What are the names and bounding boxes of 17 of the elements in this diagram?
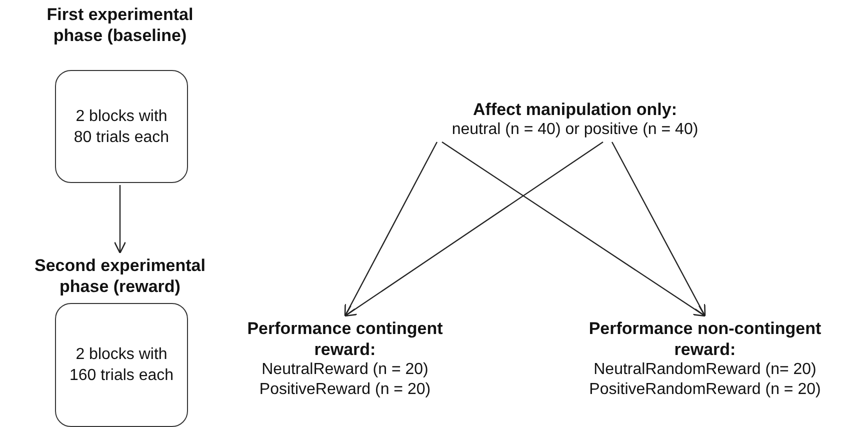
arrow	[442, 142, 706, 317]
process-box: 2 blocks with 160 trials each	[55, 303, 188, 427]
arrow	[344, 142, 438, 317]
group-detail: PositiveRandomReward (n = 20)	[588, 380, 822, 400]
phase-heading: First experimental phase (baseline)	[46, 4, 194, 47]
arrow	[611, 142, 706, 317]
group-detail: NeutralReward (n = 20)	[260, 360, 430, 380]
arrow	[344, 142, 604, 317]
phase-heading: Second experimental phase (reward)	[33, 255, 206, 298]
arrow	[114, 185, 126, 254]
process-box: 2 blocks with 80 trials each	[55, 70, 188, 183]
group-detail: NeutralRandomReward (n= 20)	[592, 360, 818, 380]
group-detail: PositiveReward (n = 20)	[258, 380, 432, 400]
group-heading: Affect manipulation only:	[472, 99, 678, 120]
group-heading: Performance contingent reward:	[246, 318, 444, 360]
group-detail: neutral (n = 40) or positive (n = 40)	[450, 120, 700, 140]
group-heading: Performance non-contingent reward:	[588, 318, 822, 360]
